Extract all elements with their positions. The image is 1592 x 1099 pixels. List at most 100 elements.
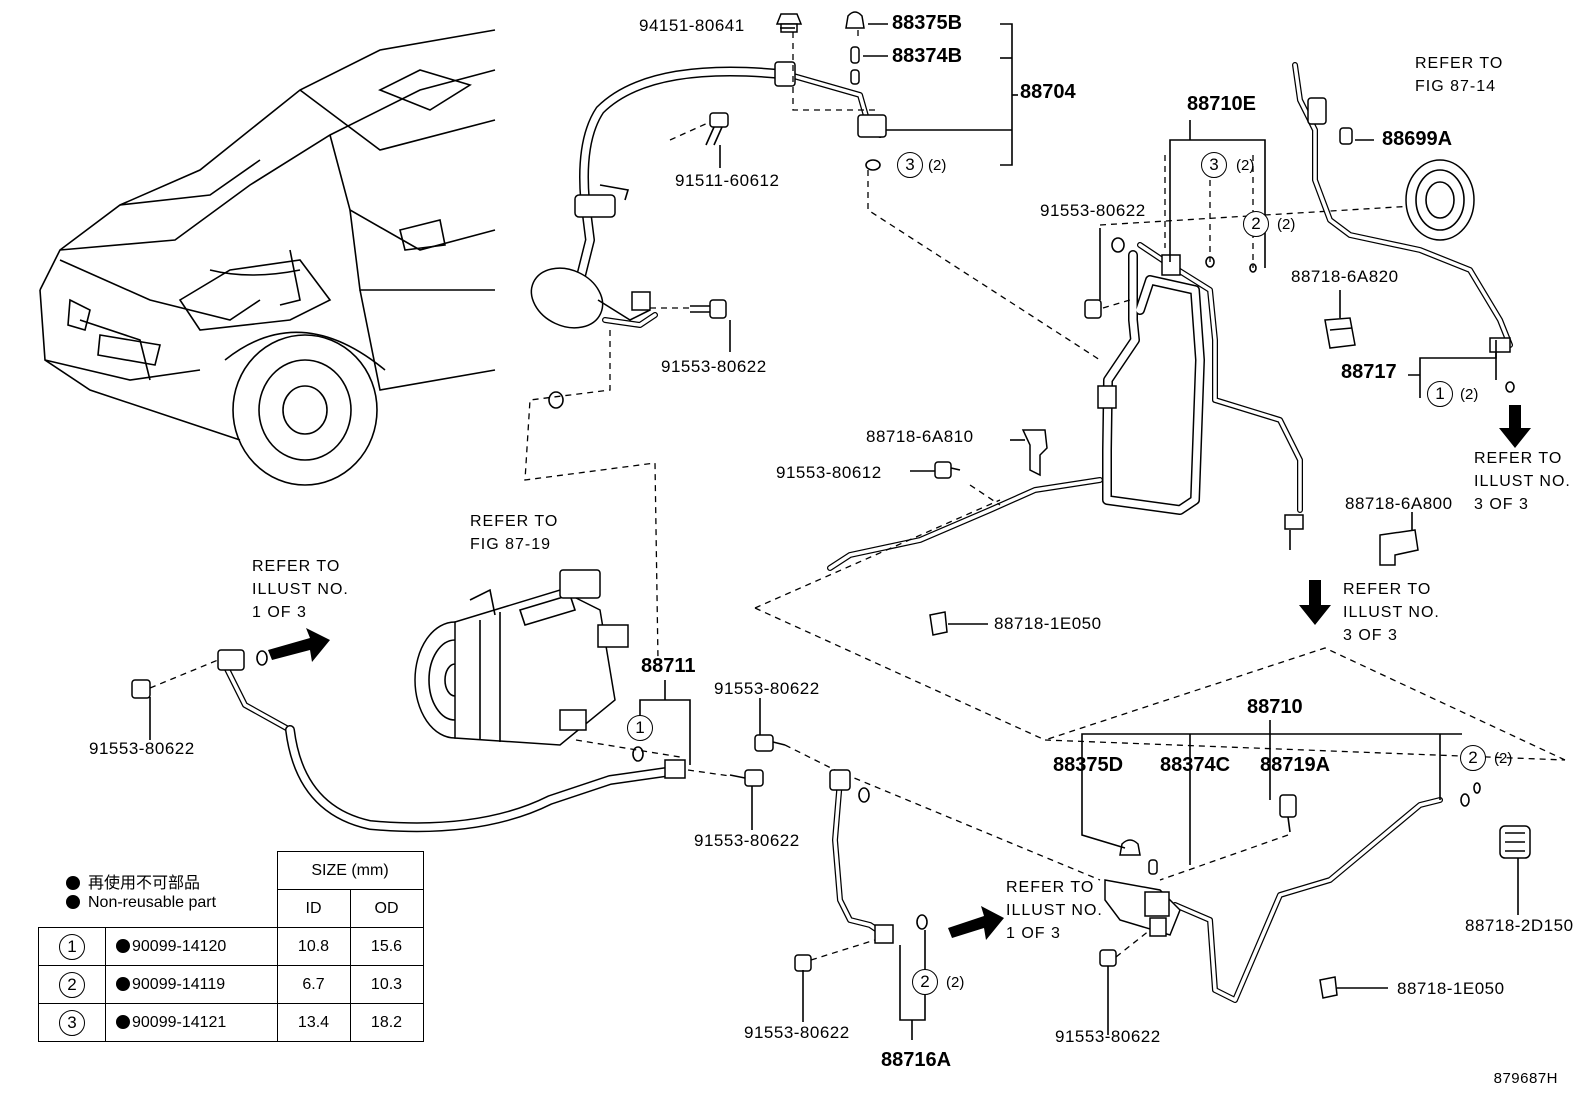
arrow-right-bottom [948, 906, 1004, 940]
callout-1-88717: 1 [1427, 381, 1453, 407]
label-91553-80622-d: 91553-80622 [714, 679, 820, 698]
bullet-icon [116, 976, 130, 991]
leader-lines [149, 23, 1519, 1040]
label-88699A: 88699A [1382, 128, 1453, 150]
bolt-91553-80622-a [690, 299, 727, 319]
table-row: 3 90099-14121 13.4 18.2 [38, 1003, 424, 1042]
tube-88710E [827, 242, 1304, 571]
label-88718-1E050-a: 88718-1E050 [994, 614, 1102, 633]
fitting-88718-2D150 [1499, 825, 1531, 859]
label-88704: 88704 [1020, 81, 1076, 103]
label-94151-80641: 94151-80641 [639, 16, 745, 35]
label-88719A: 88719A [1260, 754, 1331, 776]
tube-88710 [1104, 797, 1443, 1003]
label-88718-6A810: 88718-6A810 [866, 427, 974, 446]
label-91553-80612: 91553-80612 [776, 463, 882, 482]
valve-88374C [1148, 859, 1158, 875]
callout-3-88710E: 3 [1201, 152, 1227, 178]
callout-2-88710E: 2 [1243, 211, 1269, 237]
label-88716A: 88716A [881, 1049, 952, 1071]
fitting-94151-80641 [775, 13, 803, 33]
clip-88718-1E050-b [1319, 976, 1338, 999]
oring-part-number: 90099-14121 [132, 1013, 227, 1031]
bullet-icon [116, 938, 130, 953]
ref-circle: 1 [59, 933, 85, 960]
ref-circle: 3 [59, 1009, 85, 1036]
discharge-hose-88711 [217, 649, 686, 833]
label-88718-2D150: 88718-2D150 [1465, 916, 1574, 935]
compressor [414, 569, 629, 746]
label-88718-6A820: 88718-6A820 [1291, 267, 1399, 286]
cap-88375B [845, 11, 865, 29]
oring-id: 10.8 [276, 927, 351, 966]
figure-code: 879687H [1493, 1070, 1558, 1087]
bolt-91553-80612 [934, 461, 961, 479]
label-88710: 88710 [1247, 696, 1303, 718]
ref-circle: 2 [59, 971, 85, 998]
oring-part-number: 90099-14119 [132, 975, 226, 993]
clamp-88718-6A820 [1324, 317, 1356, 349]
bracket-88718-6A800 [1379, 529, 1419, 566]
callout-1-88717-qty: (2) [1460, 386, 1479, 403]
col-id-header: ID [276, 889, 351, 928]
oring-od: 15.6 [349, 927, 424, 966]
label-88711: 88711 [641, 655, 696, 677]
callout-3-top: 3 [897, 152, 923, 178]
bullet-icon [66, 876, 80, 890]
cap-88375D [1119, 839, 1141, 856]
callout-2-88710-qty: (2) [1494, 750, 1513, 767]
oring-id: 13.4 [276, 1003, 351, 1042]
bolt-91553-80622-e [729, 769, 764, 787]
label-91553-80622-g: 91553-80622 [1055, 1027, 1161, 1046]
callout-2-88716A-qty: (2) [946, 974, 965, 991]
size-header: SIZE (mm) [276, 851, 424, 890]
label-88718-1E050-b: 88718-1E050 [1397, 979, 1505, 998]
label-88374C: 88374C [1160, 754, 1231, 776]
callout-3-top-qty: (2) [928, 157, 947, 174]
suction-hose-88704 [530, 61, 887, 329]
bracket-88718-6A810 [1021, 429, 1048, 477]
callout-3-88710E-qty: (2) [1236, 157, 1255, 174]
label-91553-80622-f: 91553-80622 [744, 1023, 850, 1042]
label-88375D: 88375D [1053, 754, 1124, 776]
label-91511-60612: 91511-60612 [675, 171, 780, 190]
oring-id: 6.7 [276, 965, 351, 1004]
callout-1-88711: 1 [627, 715, 653, 741]
oring-od: 10.3 [349, 965, 424, 1004]
bolt-91553-80622-c [131, 679, 151, 699]
grommet [1405, 159, 1475, 241]
oring-part-number: 90099-14120 [132, 937, 227, 955]
callout-2-88710E-qty: (2) [1277, 216, 1296, 233]
label-91553-80622-e: 91553-80622 [694, 831, 800, 850]
label-91553-80622-b: 91553-80622 [1040, 201, 1146, 220]
bullet-icon [116, 1014, 130, 1029]
bolt-91553-80622-g [1099, 949, 1117, 967]
label-88717: 88717 [1341, 361, 1397, 383]
clip-88718-1E050-a [929, 611, 948, 636]
label-88710E: 88710E [1187, 93, 1256, 115]
label-88718-6A800: 88718-6A800 [1345, 494, 1453, 513]
table-row: 2 90099-14119 6.7 10.3 [38, 965, 424, 1004]
bolt-91553-80622-b [1084, 299, 1131, 319]
label-88375B: 88375B [892, 12, 963, 34]
legend-nonreusable-en: Non-reusable part [66, 894, 216, 912]
callout-2-88710: 2 [1460, 745, 1486, 771]
label-88374B: 88374B [892, 45, 963, 67]
valve-88374B [850, 46, 860, 85]
bullet-icon [66, 895, 80, 909]
oring-od: 18.2 [349, 1003, 424, 1042]
arrow-down-mid [1299, 580, 1331, 625]
callout-2-88716A: 2 [912, 969, 938, 995]
bolt-91553-80622-d [754, 734, 786, 752]
bolt-91553-80622-f [794, 954, 812, 972]
label-91553-80622-a: 91553-80622 [661, 357, 767, 376]
label-91553-80622-c: 91553-80622 [89, 739, 195, 758]
legend-nonreusable-jp: 再使用不可部品 [66, 869, 200, 893]
arrow-down-right [1499, 405, 1531, 448]
